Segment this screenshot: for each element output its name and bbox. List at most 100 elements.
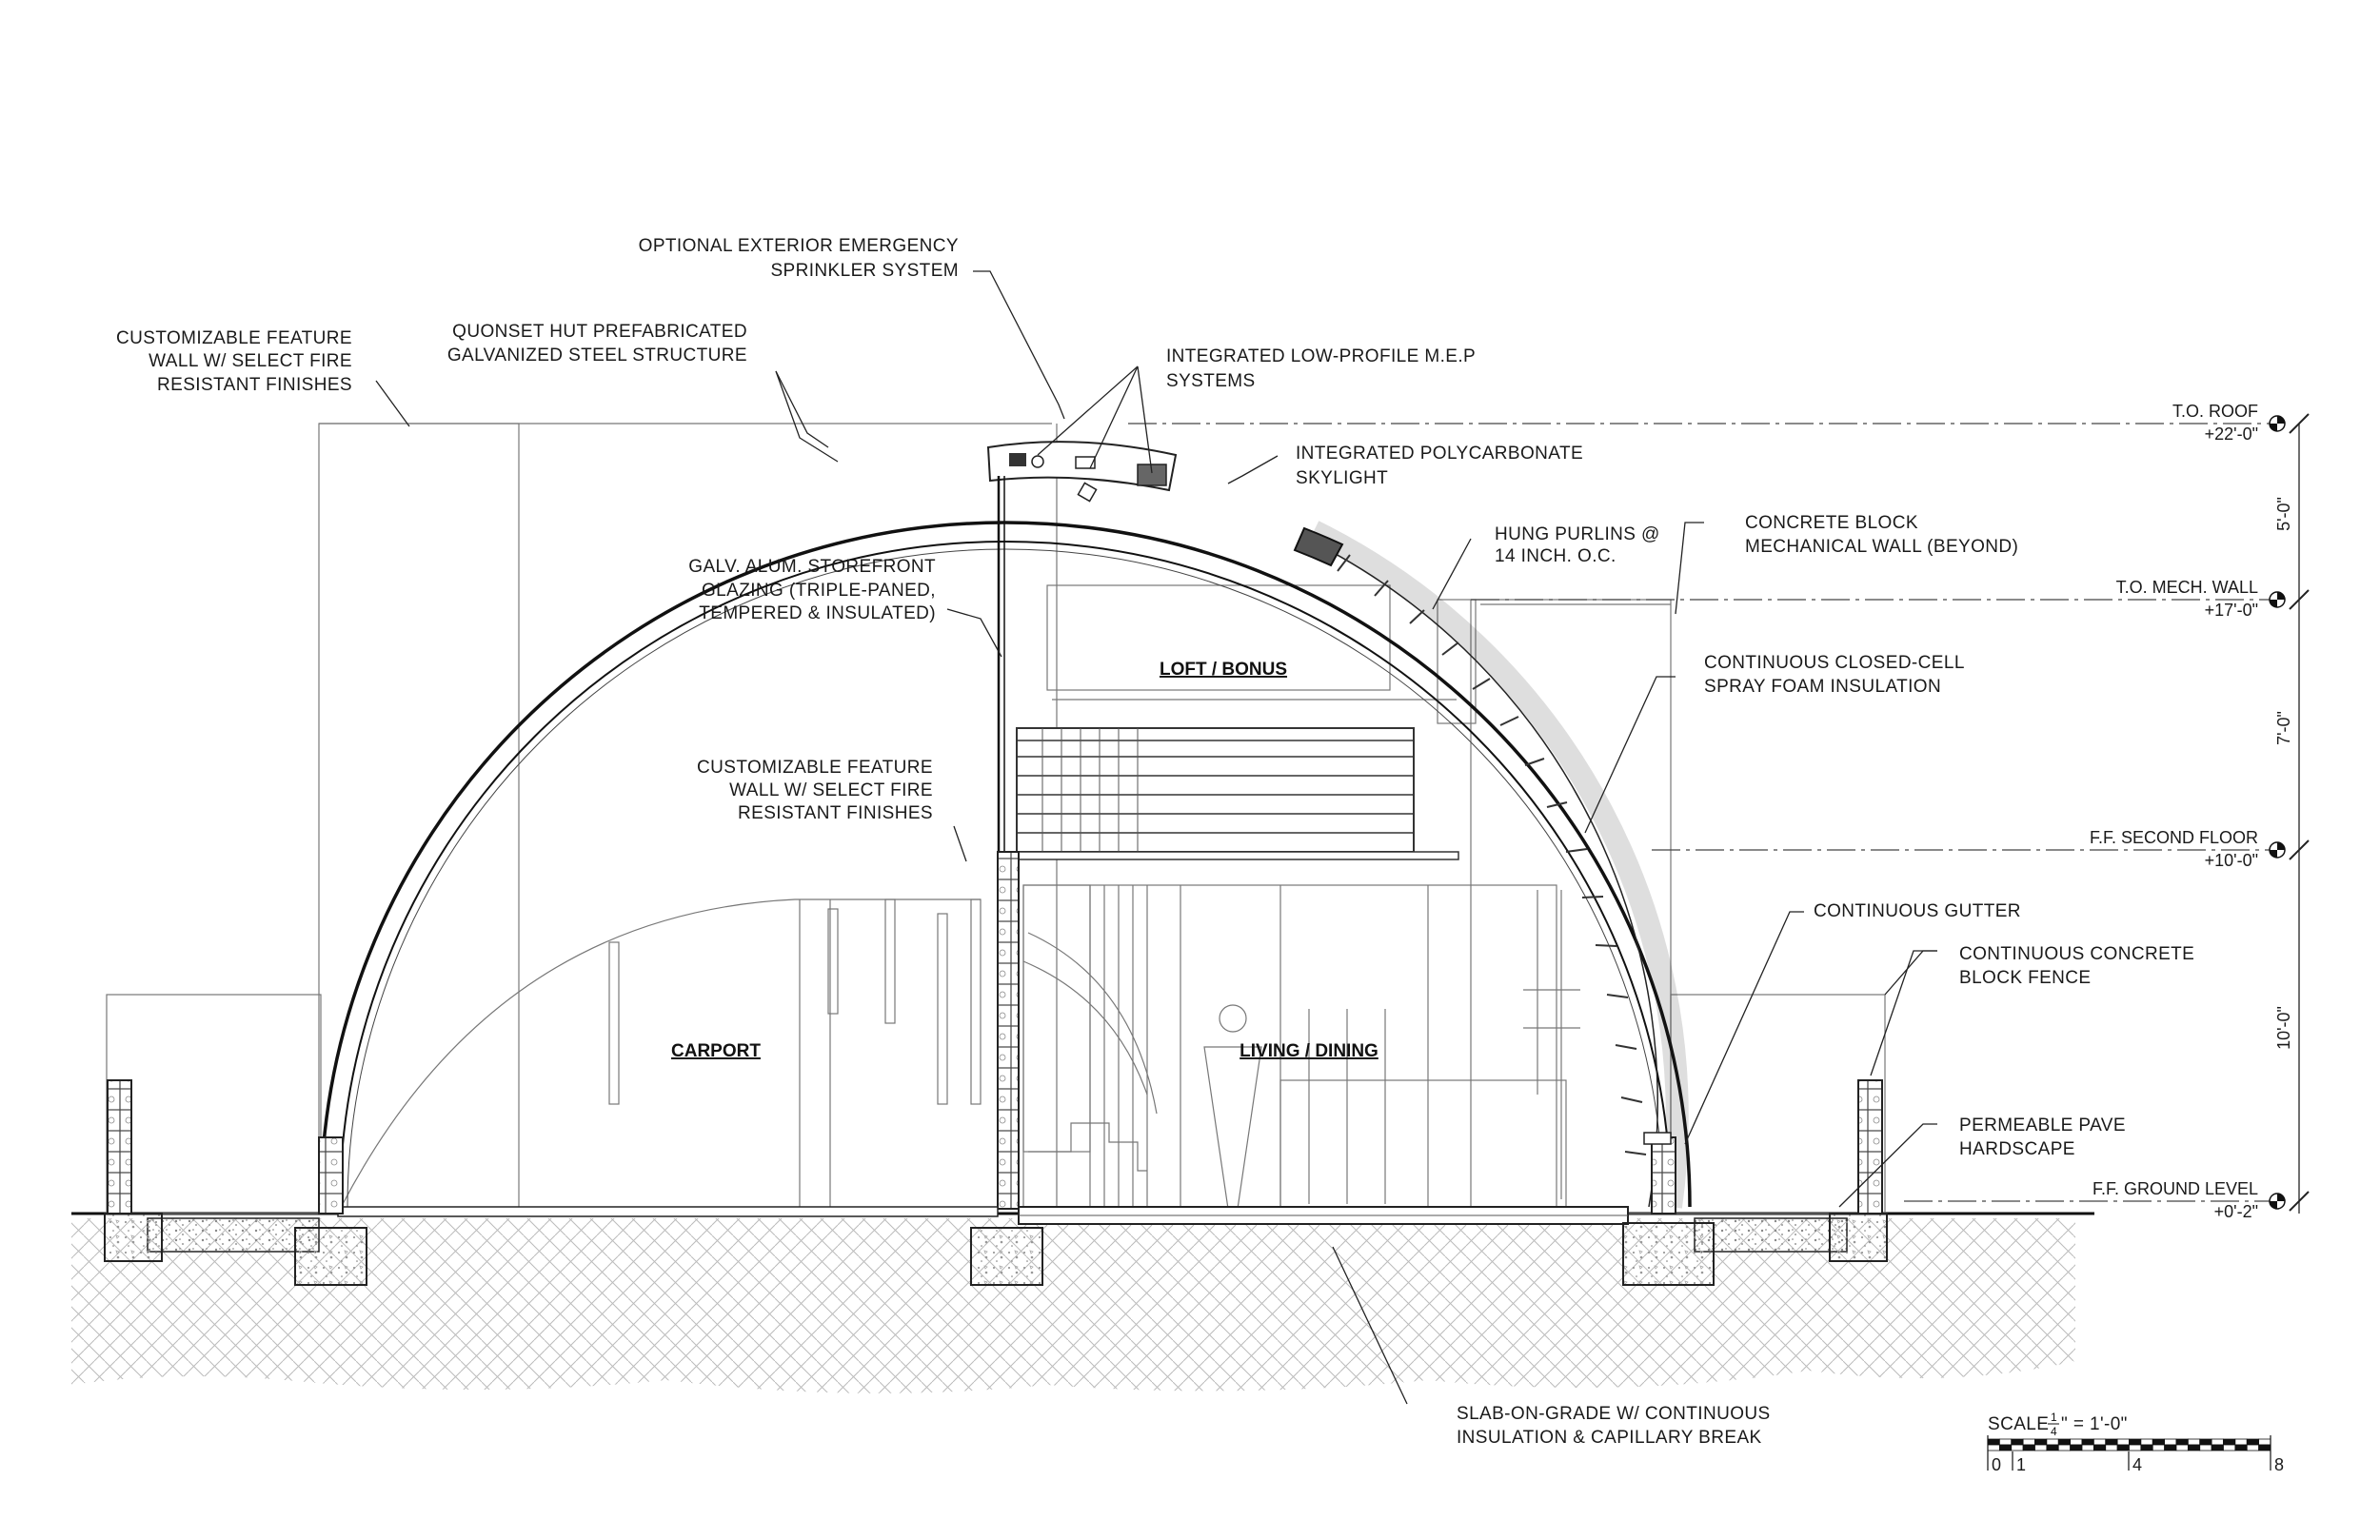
scale-cell xyxy=(2246,1438,2260,1446)
note-quonset: QUONSET HUT PREFABRICATED GALVANIZED STE… xyxy=(447,322,747,365)
note-block-wall: CONCRETE BLOCK MECHANICAL WALL (BEYOND) xyxy=(1745,513,2018,557)
footings xyxy=(104,1213,1888,1286)
scale-denominator: 4 xyxy=(2051,1425,2057,1438)
right-gravel xyxy=(1694,1217,1848,1253)
note-skylight: INTEGRATED POLYCARBONATE SKYLIGHT xyxy=(1296,444,1583,488)
scale-cell xyxy=(2152,1438,2166,1446)
svg-text:14 INCH. O.C.: 14 INCH. O.C. xyxy=(1495,546,1616,566)
scale-cell xyxy=(1998,1444,2013,1451)
scale-cell xyxy=(2057,1438,2072,1446)
svg-text:BLOCK FENCE: BLOCK FENCE xyxy=(1959,968,2092,988)
note-gutter: CONTINUOUS GUTTER xyxy=(1814,901,2021,921)
svg-text:CONCRETE BLOCK: CONCRETE BLOCK xyxy=(1745,513,1918,533)
scale-cell xyxy=(2057,1444,2072,1451)
block-fence-columns xyxy=(107,1079,1883,1214)
note-slab: SLAB-ON-GRADE W/ CONTINUOUS INSULATION &… xyxy=(1457,1404,1770,1448)
scale-cell xyxy=(2105,1444,2118,1451)
svg-text:CONTINUOUS CLOSED-CELL: CONTINUOUS CLOSED-CELL xyxy=(1704,653,1965,673)
leader-lines xyxy=(375,270,1937,1405)
level-marker-second xyxy=(2269,841,2286,859)
room-carport: CARPORT xyxy=(671,1041,761,1061)
scale-tick-4: 4 xyxy=(2132,1455,2142,1474)
scale-cell xyxy=(2022,1444,2035,1451)
level-ground-name: F.F. GROUND LEVEL xyxy=(2092,1179,2258,1198)
scale-cell xyxy=(2092,1438,2107,1446)
scale-cell xyxy=(2034,1444,2048,1451)
scale-cell xyxy=(2022,1438,2035,1446)
scale-cell xyxy=(2105,1438,2118,1446)
scale-cell xyxy=(2129,1444,2142,1451)
scale-cell xyxy=(2081,1438,2094,1446)
svg-text:SYSTEMS: SYSTEMS xyxy=(1166,371,1256,391)
scale-label: SCALE xyxy=(1988,1414,2049,1434)
note-storefront: GALV. ALUM. STOREFRONT GLAZING (TRIPLE-P… xyxy=(688,557,936,623)
note-feature-wall-mid: CUSTOMIZABLE FEATURE WALL W/ SELECT FIRE… xyxy=(697,758,933,823)
dimension-string: 5'-0" 7'-0" 10'-0" xyxy=(2274,413,2310,1214)
loft-railing xyxy=(1016,727,1415,853)
scale-cell xyxy=(2187,1444,2201,1451)
scale-cell xyxy=(2211,1438,2224,1446)
scale-cell xyxy=(2246,1444,2260,1451)
carport-gravel xyxy=(147,1217,320,1253)
svg-text:GLAZING (TRIPLE-PANED,: GLAZING (TRIPLE-PANED, xyxy=(702,581,936,601)
svg-text:HARDSCAPE: HARDSCAPE xyxy=(1959,1139,2075,1159)
svg-text:SKYLIGHT: SKYLIGHT xyxy=(1296,468,1388,488)
scale-cell xyxy=(2211,1444,2224,1451)
storefront-glazing xyxy=(997,476,1005,852)
svg-text:OPTIONAL EXTERIOR EMERGENCY: OPTIONAL EXTERIOR EMERGENCY xyxy=(639,236,959,256)
level-mech-name: T.O. MECH. WALL xyxy=(2116,578,2258,597)
scale-cell xyxy=(2034,1438,2048,1446)
scale-tick-1: 1 xyxy=(2016,1455,2026,1474)
soil-hatch xyxy=(71,1218,2075,1393)
svg-text:SPRAY FOAM INSULATION: SPRAY FOAM INSULATION xyxy=(1704,677,1941,697)
scale-cell xyxy=(2129,1438,2142,1446)
level-marker-roof xyxy=(2269,415,2286,432)
note-pave: PERMEABLE PAVE HARDSCAPE xyxy=(1959,1116,2126,1159)
level-marker-mech xyxy=(2269,591,2286,608)
svg-text:RESISTANT FINISHES: RESISTANT FINISHES xyxy=(738,803,933,823)
scale-cell xyxy=(2223,1438,2236,1446)
scale-cell xyxy=(2258,1444,2271,1451)
svg-text:CUSTOMIZABLE FEATURE: CUSTOMIZABLE FEATURE xyxy=(116,328,352,348)
svg-text:CONTINUOUS CONCRETE: CONTINUOUS CONCRETE xyxy=(1959,944,2194,964)
svg-text:INTEGRATED LOW-PROFILE M.E.P: INTEGRATED LOW-PROFILE M.E.P xyxy=(1166,346,1476,366)
level-second-elev: +10'-0" xyxy=(2205,851,2258,870)
scale-suffix: " = 1'-0" xyxy=(2061,1414,2128,1434)
loft-floor-slab xyxy=(1010,851,1459,860)
level-roof-name: T.O. ROOF xyxy=(2172,402,2258,421)
note-spray-foam: CONTINUOUS CLOSED-CELL SPRAY FOAM INSULA… xyxy=(1704,653,1965,697)
dim-10ft: 10'-0" xyxy=(2274,1006,2293,1050)
scale-cell xyxy=(2070,1444,2083,1451)
level-marker-ground xyxy=(2269,1193,2286,1210)
svg-text:GALV. ALUM. STOREFRONT: GALV. ALUM. STOREFRONT xyxy=(688,557,936,577)
mep-systems xyxy=(986,441,1178,503)
scale-cell xyxy=(1987,1438,2000,1446)
dim-5ft: 5'-0" xyxy=(2274,497,2293,531)
scale-cell xyxy=(2258,1438,2271,1446)
level-markers xyxy=(2269,415,2286,1210)
scale-cell xyxy=(2199,1444,2212,1451)
hung-purlins xyxy=(1337,554,1647,1155)
svg-text:QUONSET HUT PREFABRICATED: QUONSET HUT PREFABRICATED xyxy=(452,322,747,342)
svg-text:GALVANIZED STEEL STRUCTURE: GALVANIZED STEEL STRUCTURE xyxy=(447,346,747,365)
scale-cell xyxy=(2046,1438,2059,1446)
level-lines xyxy=(1128,423,2275,1202)
dim-7ft: 7'-0" xyxy=(2274,711,2293,745)
level-ground-elev: +0'-2" xyxy=(2214,1202,2258,1221)
scale-cell xyxy=(2187,1438,2201,1446)
scale-cell xyxy=(2152,1444,2166,1451)
scale-cell xyxy=(2140,1438,2153,1446)
note-purlins: HUNG PURLINS @ 14 INCH. O.C. xyxy=(1495,524,1659,566)
svg-text:SPRINKLER SYSTEM: SPRINKLER SYSTEM xyxy=(770,261,959,281)
level-second-name: F.F. SECOND FLOOR xyxy=(2090,828,2258,847)
level-labels: T.O. ROOF +22'-0" T.O. MECH. WALL +17'-0… xyxy=(2090,402,2258,1221)
room-loft: LOFT / BONUS xyxy=(1160,660,1287,680)
scale-tick-8: 8 xyxy=(2274,1455,2284,1474)
scale-cell xyxy=(2164,1438,2177,1446)
scale-cell xyxy=(2199,1438,2212,1446)
note-sprinkler: OPTIONAL EXTERIOR EMERGENCY SPRINKLER SY… xyxy=(639,236,959,281)
quonset-arch xyxy=(319,521,1692,1208)
level-mech-elev: +17'-0" xyxy=(2205,601,2258,620)
scale-cell xyxy=(2011,1444,2024,1451)
